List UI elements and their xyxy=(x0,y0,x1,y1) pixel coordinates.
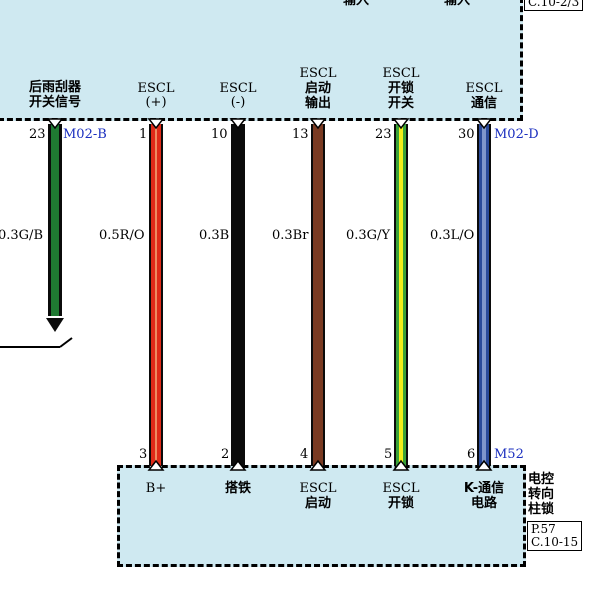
bottom-pin-label-k-comm: K-通信 电路 xyxy=(463,481,505,511)
bottom-pin-number: 2 xyxy=(221,447,230,462)
top-pin-label-escl-comm: ESCL 通信 xyxy=(465,81,503,112)
bottom-pin-label-ground: 搭铁 xyxy=(224,481,252,496)
top-pin-label-escl-plus: ESCL(+) xyxy=(137,81,175,110)
bottom-connector-id: M52 xyxy=(494,447,524,462)
bottom-pin-number: 5 xyxy=(384,447,393,462)
wire-escl-minus xyxy=(231,124,245,466)
top-pin-number: 23 xyxy=(375,127,392,142)
bottom-pin-label-escl-unlock: ESCL 开锁 xyxy=(382,481,420,512)
wire-spec: 0.3Br xyxy=(272,228,309,243)
wire-spec: 0.5R/O xyxy=(99,228,145,243)
top-module-box xyxy=(0,0,523,121)
wire-spec: 0.3G/B xyxy=(0,228,43,243)
bottom-terminal-marks xyxy=(147,459,493,471)
bottom-module-name: 电控 转向 柱锁 xyxy=(528,472,555,517)
wire-escl-start xyxy=(311,124,325,466)
top-module-label: 输入 xyxy=(444,0,471,8)
top-pin-number: 1 xyxy=(139,127,148,142)
bottom-pin-label-bplus: B+ xyxy=(145,481,167,496)
wire-escl-plus xyxy=(149,124,163,466)
top-connector-id: M02-D xyxy=(494,127,539,142)
top-pin-number: 13 xyxy=(292,127,309,142)
top-pin-number: 30 xyxy=(458,127,475,142)
wire-spec: 0.3L/O xyxy=(430,228,475,243)
bottom-pin-number: 3 xyxy=(139,447,148,462)
top-module-ref: C.10-2/3 xyxy=(524,0,584,11)
bottom-pin-number: 4 xyxy=(300,447,309,462)
bottom-pin-label-escl-start: ESCL 启动 xyxy=(299,481,337,512)
top-pin-label-escl-start-output: ESCL 启动 输出 xyxy=(299,66,337,112)
switch-symbol xyxy=(0,337,73,348)
top-pin-label-escl-minus: ESCL(-) xyxy=(219,81,257,110)
wire-escl-unlock xyxy=(394,124,408,466)
wire-spec: 0.3G/Y xyxy=(346,228,391,243)
top-module-label: 输入 xyxy=(343,0,370,8)
top-pin-number: 23 xyxy=(29,127,46,142)
wire-escl-comm xyxy=(477,124,491,466)
top-terminal-marks xyxy=(147,118,493,130)
bottom-pin-number: 6 xyxy=(467,447,476,462)
bottom-module-ref: P.57 C.10-15 xyxy=(527,521,583,551)
top-connector-id: M02-B xyxy=(63,127,107,142)
top-pin-number: 10 xyxy=(211,127,228,142)
wire-wiper-signal xyxy=(46,118,64,332)
top-pin-label-escl-unlock-switch: ESCL 开锁 开关 xyxy=(382,66,420,112)
top-pin-label-wiper: 后雨刮器开关信号 xyxy=(28,80,82,110)
wire-spec: 0.3B xyxy=(199,228,230,243)
